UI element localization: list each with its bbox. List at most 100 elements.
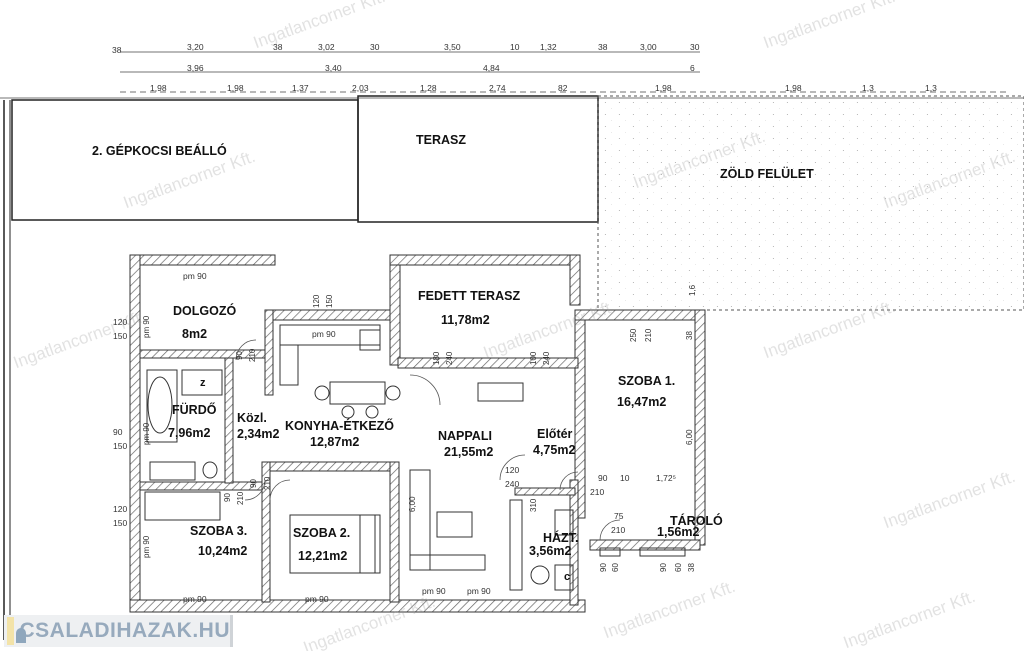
furniture	[144, 324, 686, 591]
dim: 10	[620, 473, 630, 483]
dim: 90	[249, 479, 258, 488]
dim: 120	[113, 317, 128, 327]
dim: 3,50	[444, 42, 461, 52]
study-label: DOLGOZÓ	[173, 304, 237, 318]
utility-area: 3,56m2	[529, 544, 572, 558]
site-logo[interactable]: CSALADIHAZAK.HU	[4, 615, 233, 647]
parking-label: 2. GÉPKOCSI BEÁLLÓ	[92, 144, 227, 158]
boiler-mark: c	[564, 571, 571, 583]
bathroom-area: 7,96m2	[168, 426, 211, 440]
dim: 150	[113, 331, 128, 341]
dim: 38	[685, 331, 694, 340]
dim: 240	[445, 351, 454, 365]
dim: 150	[325, 294, 334, 308]
dim: 6,00	[408, 496, 417, 512]
dim: 90	[659, 563, 668, 572]
dim: pm 90	[183, 594, 207, 604]
dim: 6,00	[685, 429, 694, 445]
dim: 3,00	[640, 42, 657, 52]
dim: 180	[432, 351, 441, 365]
dim: 3,02	[318, 42, 335, 52]
dim: 75	[614, 511, 624, 521]
dim: 1,98	[785, 83, 802, 93]
dim: 30	[690, 42, 700, 52]
covered-terrace-area: 11,78m2	[441, 313, 490, 327]
room2-label: SZOBA 2.	[293, 526, 351, 540]
dim: 120	[505, 465, 520, 475]
terrace-label: TERASZ	[416, 133, 466, 147]
dim: pm 90	[422, 586, 446, 596]
dim: 210	[611, 525, 626, 535]
dim: 240	[542, 351, 551, 365]
corridor-area: 2,34m2	[237, 427, 280, 441]
dim: 240	[505, 479, 520, 489]
dim: 1,98	[227, 83, 244, 93]
dim: 3,40	[325, 63, 342, 73]
hall-area: 4,75m2	[533, 443, 576, 457]
dim: 38	[598, 42, 608, 52]
dim: 38	[273, 42, 283, 52]
storage-area: 1,56m2	[657, 525, 700, 539]
dim: pm 90	[142, 535, 151, 558]
dim: 90	[113, 427, 123, 437]
dim: 1,3	[925, 83, 937, 93]
dim: 4,84	[483, 63, 500, 73]
parking-area	[11, 99, 359, 221]
living-area: 21,55m2	[444, 445, 494, 459]
dim: 90	[598, 473, 608, 483]
utility-label: HÁZT.	[543, 531, 579, 545]
dim: pm 90	[142, 315, 151, 338]
living-label: NAPPALI	[438, 429, 492, 443]
dim: 6	[690, 63, 695, 73]
dim: 1,6	[688, 284, 697, 296]
walls	[129, 254, 706, 613]
dim: pm 90	[312, 329, 336, 339]
dim: 1,98	[655, 83, 672, 93]
dim: 90	[235, 351, 244, 360]
house-icon	[7, 617, 25, 645]
terrace-area	[357, 95, 599, 223]
room1-label: SZOBA 1.	[618, 374, 676, 388]
dim: 250	[629, 328, 638, 342]
dim: 3,96	[187, 63, 204, 73]
dim: 150	[113, 518, 128, 528]
dim: 210	[644, 328, 653, 342]
dim: 38	[687, 563, 696, 572]
dim: 150	[113, 441, 128, 451]
dim: 310	[529, 498, 538, 512]
dim: 210	[236, 491, 245, 505]
dim: 1,37	[292, 83, 309, 93]
dim: 1,72⁵	[656, 473, 677, 483]
kitchen-area: 12,87m2	[310, 435, 360, 449]
dim: 210	[263, 476, 272, 490]
dim: 1,3	[862, 83, 874, 93]
dim: 60	[674, 563, 683, 572]
dim: 38	[112, 45, 122, 55]
green-area-label: ZÖLD FELÜLET	[720, 167, 814, 181]
study-area: 8m2	[182, 327, 208, 341]
room3-area: 10,24m2	[198, 544, 248, 558]
dim: 120	[113, 504, 128, 514]
bathroom-label: FÜRDŐ	[172, 403, 217, 417]
hall-label: Előtér	[537, 427, 573, 441]
dim: 60	[611, 563, 620, 572]
kitchen-label: KONYHA-ÉTKEZŐ	[285, 419, 395, 433]
dim: 90	[223, 493, 232, 502]
dim: 210	[590, 487, 605, 497]
door-swings	[235, 339, 621, 541]
corridor-label: Közl.	[237, 411, 267, 425]
dim: pm 90	[183, 271, 207, 281]
dim: 2,03	[352, 83, 369, 93]
dim: 2,74	[489, 83, 506, 93]
room2-area: 12,21m2	[298, 549, 348, 563]
logo-text: CSALADIHAZAK.HU	[19, 619, 230, 642]
room3-label: SZOBA 3.	[190, 524, 248, 538]
dim: 82	[558, 83, 568, 93]
wc-mark: z	[200, 377, 206, 389]
dim: pm 90	[467, 586, 491, 596]
dim: 100	[529, 351, 538, 365]
covered-terrace-label: FEDETT TERASZ	[418, 289, 521, 303]
dim: 1,98	[150, 83, 167, 93]
